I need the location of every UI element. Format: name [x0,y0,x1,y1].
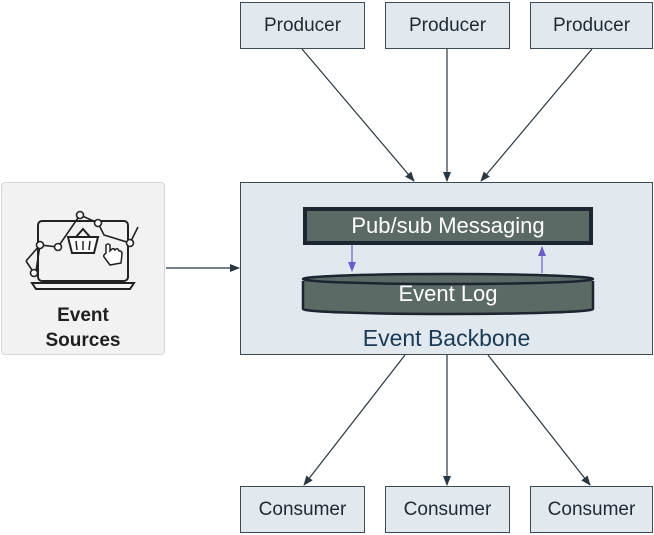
producer-label: Producer [408,14,487,36]
consumer-box: Consumer [240,486,365,533]
pubsub-label: Pub/sub Messaging [351,213,545,238]
consumer-label: Consumer [547,498,636,520]
laptop-shopping-basket-icon [25,210,139,290]
event-sources-box: Event Sources [1,182,165,355]
consumer-box: Consumer [385,486,510,533]
consumer-label: Consumer [258,498,347,520]
producer-label: Producer [263,14,342,36]
producer-box: Producer [530,2,653,49]
consumer-label: Consumer [403,498,492,520]
event-log-label: Event Log [398,281,498,306]
producer-box: Producer [240,2,365,49]
pubsub-messaging-box: Pub/sub Messaging [303,207,593,245]
consumer-box: Consumer [530,486,653,533]
event-sources-label: Event Sources [45,305,121,351]
consumer-1-arrow [303,354,406,486]
consumer-3-arrow [487,354,591,486]
event-backbone: Pub/sub Messaging Event Log Event Backbo… [240,182,653,355]
producer-label: Producer [552,14,631,36]
producer-box: Producer [385,2,510,49]
event-backbone-label: Event Backbone [362,325,531,351]
producer-3-arrow [480,48,593,182]
event-log-cylinder [301,245,595,316]
producer-1-arrow [301,48,415,182]
